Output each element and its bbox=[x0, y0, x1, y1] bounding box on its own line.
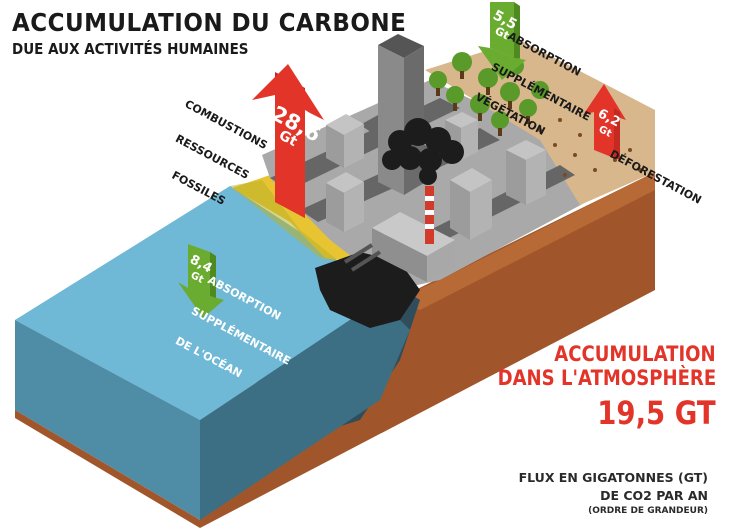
factory bbox=[372, 186, 455, 282]
pipes bbox=[343, 243, 382, 272]
soil-side-face bbox=[395, 172, 655, 310]
ocean-deep-right bbox=[200, 300, 410, 520]
coastal-vegetation bbox=[230, 180, 340, 262]
forest-trees bbox=[429, 52, 549, 136]
deforestation-arrow bbox=[583, 84, 626, 160]
ocean-front bbox=[15, 320, 200, 520]
accumulation-line-1: ACCUMULATION bbox=[554, 342, 716, 366]
ocean-floor-front bbox=[15, 410, 200, 528]
building-right bbox=[450, 168, 492, 240]
page-title: ACCUMULATION DU CARBONE bbox=[12, 8, 407, 37]
oil-spill bbox=[315, 252, 420, 328]
page-subtitle: DUE AUX ACTIVITÉS HUMAINES bbox=[12, 40, 249, 58]
fossil-arrow bbox=[252, 64, 324, 218]
fossil-unit: Gt bbox=[276, 127, 300, 150]
building-mid bbox=[326, 172, 364, 232]
vegetation-unit: Gt bbox=[493, 24, 512, 42]
tower-building bbox=[378, 34, 424, 195]
building-far-right bbox=[506, 140, 546, 205]
units-note-line-1: FLUX EN GIGATONNES (GT) bbox=[518, 470, 708, 485]
accumulation-value: 19,5 GT bbox=[597, 394, 716, 432]
smoke-cloud bbox=[382, 118, 464, 185]
vegetation-arrow bbox=[478, 2, 526, 80]
building-left bbox=[326, 114, 364, 168]
ocean-arrow bbox=[178, 244, 224, 318]
deforestation-unit: Gt bbox=[597, 124, 614, 140]
accumulation-line-2: DANS L'ATMOSPHÈRE bbox=[497, 366, 716, 390]
units-note-line-2: DE CO2 PAR AN bbox=[600, 488, 708, 503]
ocean-unit: Gt bbox=[189, 270, 206, 286]
units-note-line-3: (ORDRE DE GRANDEUR) bbox=[588, 506, 708, 516]
